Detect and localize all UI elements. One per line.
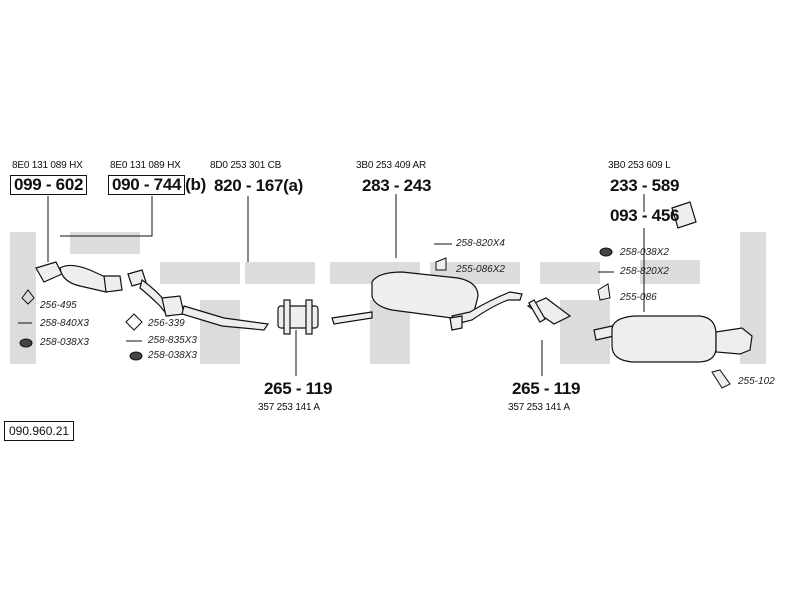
accessory-label: 258-820X4 bbox=[456, 238, 505, 249]
oe-number: 3B0 253 609 L bbox=[608, 160, 671, 171]
accessory-label: 258-820X2 bbox=[620, 266, 669, 277]
oe-number: 8E0 131 089 HX bbox=[12, 160, 83, 171]
accessory-label: 258-835X3 bbox=[148, 335, 197, 346]
hanger-bracket-icon bbox=[711, 369, 731, 389]
nut-icon bbox=[599, 247, 613, 257]
nut-icon bbox=[19, 338, 33, 348]
catalog-number: 090.960.21 bbox=[4, 421, 75, 441]
watermark bbox=[10, 232, 766, 364]
heat-shield-093-456 bbox=[671, 201, 697, 229]
accessory-label: 255-086X2 bbox=[456, 264, 505, 275]
part-number-265-119-right[interactable]: 265 - 119 bbox=[512, 379, 581, 398]
gasket-ring-icon bbox=[125, 313, 143, 331]
oe-number: 357 253 141 A bbox=[508, 402, 570, 413]
clamp-265-119-right bbox=[526, 297, 572, 325]
rubber-mount-icon bbox=[597, 283, 611, 301]
accessory-label: 258-840X3 bbox=[40, 318, 89, 329]
rubber-mount-icon bbox=[435, 257, 447, 271]
part-number-283-243[interactable]: 283 - 243 bbox=[362, 176, 432, 195]
part-number-233-589[interactable]: 233 - 589 bbox=[610, 176, 680, 195]
accessory-label: 255-102 bbox=[738, 376, 775, 387]
oe-number: 8E0 131 089 HX bbox=[110, 160, 181, 171]
pipe-090-744 bbox=[127, 269, 185, 317]
accessory-label: 256-495 bbox=[40, 300, 77, 311]
catalytic-converter-099-602 bbox=[35, 261, 123, 293]
part-number-820-167[interactable]: 820 - 167(a) bbox=[214, 176, 304, 195]
accessory-label: 258-038X3 bbox=[40, 337, 89, 348]
accessory-label: 255-086 bbox=[620, 292, 657, 303]
oe-number: 8D0 253 301 CB bbox=[210, 160, 282, 171]
nut-icon bbox=[129, 351, 143, 361]
clamp-265-119-left bbox=[277, 299, 319, 335]
center-silencer-283-243 bbox=[331, 271, 523, 331]
gasket-ring-icon bbox=[21, 289, 35, 305]
oe-number: 3B0 253 409 AR bbox=[356, 160, 427, 171]
front-pipe-820-167 bbox=[181, 305, 270, 331]
part-number-090-744[interactable]: 090 - 744(b) bbox=[108, 175, 206, 195]
accessory-label: 256-339 bbox=[148, 318, 185, 329]
part-number-265-119-left[interactable]: 265 - 119 bbox=[264, 379, 333, 398]
rear-silencer-233-589 bbox=[593, 315, 753, 363]
part-number-099-602[interactable]: 099 - 602 bbox=[10, 175, 88, 195]
accessory-label: 258-038X3 bbox=[148, 350, 197, 361]
oe-number: 357 253 141 A bbox=[258, 402, 320, 413]
part-number-093-456[interactable]: 093 - 456 bbox=[610, 206, 680, 225]
accessory-label: 258-038X2 bbox=[620, 247, 669, 258]
